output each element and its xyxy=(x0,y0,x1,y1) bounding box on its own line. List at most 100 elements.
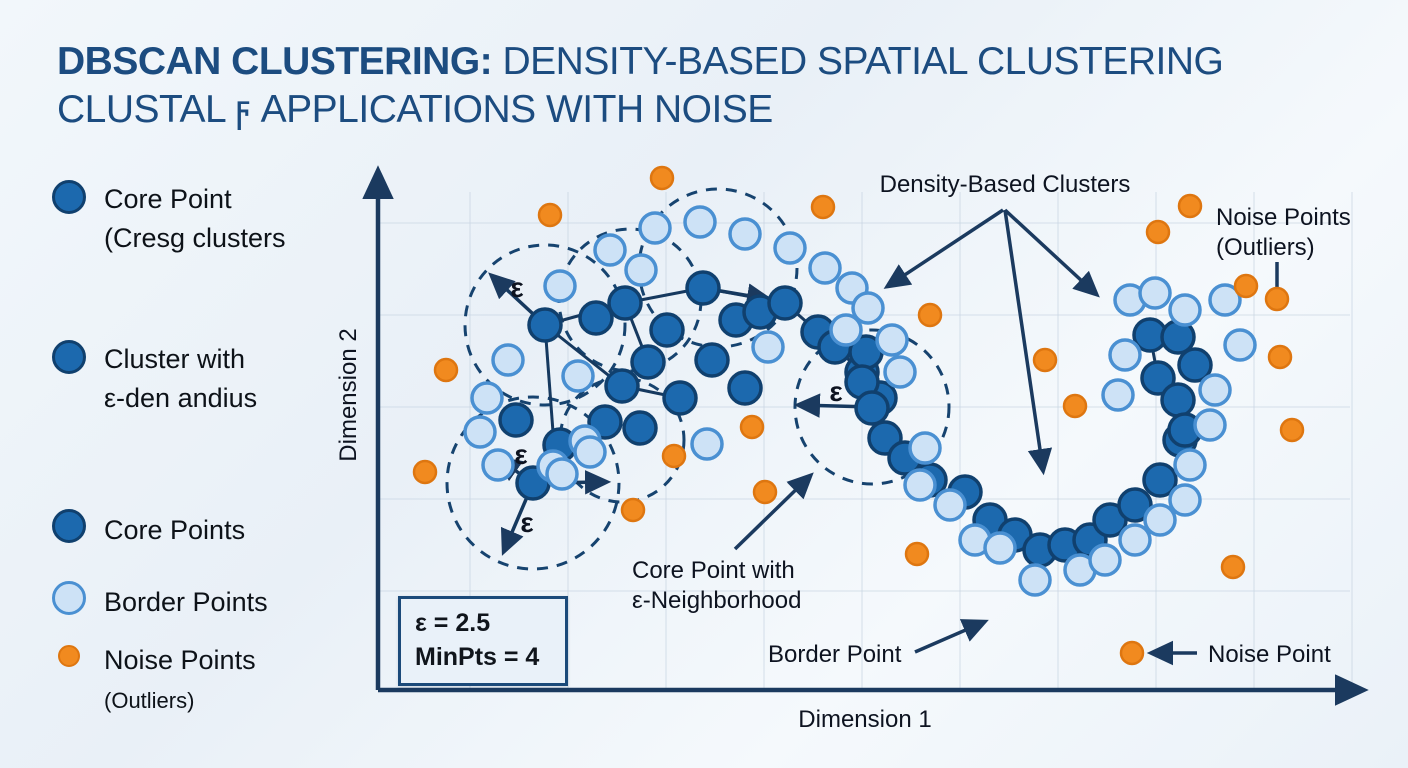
border-point xyxy=(1143,503,1177,537)
noise-point xyxy=(904,541,930,567)
border-point xyxy=(545,457,579,491)
core-point-with-label: Core Point with ε-Neighborhood xyxy=(632,557,802,614)
legend-label: Cluster with xyxy=(104,344,246,374)
core-point xyxy=(662,380,698,416)
noise-point xyxy=(433,357,459,383)
annotation-arrow xyxy=(883,208,1004,289)
core-point xyxy=(727,370,763,406)
core-points-swatch-icon xyxy=(52,509,86,543)
noise-point xyxy=(752,479,778,505)
epsilon-label: ε xyxy=(520,507,533,538)
border-point xyxy=(470,381,504,415)
noise-point xyxy=(1279,417,1305,443)
noise-point xyxy=(1032,347,1058,373)
legend-label: Border Points xyxy=(104,587,268,617)
annotation-arrow xyxy=(1003,208,1100,298)
border-point xyxy=(561,359,595,393)
border-point xyxy=(481,448,515,482)
core-point xyxy=(578,300,614,336)
border-point xyxy=(593,233,627,267)
density-clusters-label: Density-Based Clusters xyxy=(879,171,1131,198)
border-point xyxy=(1193,408,1227,442)
noise-outliers-label: Noise Points (Outliers) xyxy=(1216,204,1351,261)
core-point xyxy=(767,285,803,321)
core-point xyxy=(694,342,730,378)
legend-sublabel: (Outliers) xyxy=(104,688,195,714)
border-points-swatch-icon xyxy=(52,581,86,615)
border-point-label: Border Point xyxy=(768,641,902,668)
core-point xyxy=(607,285,643,321)
core-point xyxy=(527,307,563,343)
legend-item-core-point: Core Point (Cresg clusters xyxy=(52,180,286,258)
border-point xyxy=(1223,328,1257,362)
border-point xyxy=(573,435,607,469)
border-point xyxy=(690,427,724,461)
border-point xyxy=(875,323,909,357)
border-point xyxy=(983,531,1017,565)
noise-point-label: Noise Point xyxy=(1208,641,1331,668)
core-point xyxy=(1140,360,1176,396)
noise-point xyxy=(1267,344,1293,370)
x-axis-label: Dimension 1 xyxy=(798,706,932,733)
border-point xyxy=(1198,373,1232,407)
annotation-arrow xyxy=(1003,209,1053,476)
border-point xyxy=(728,217,762,251)
noise-point xyxy=(1264,286,1290,312)
noise-point xyxy=(1119,640,1145,666)
core-point xyxy=(854,390,890,426)
core-point xyxy=(604,368,640,404)
core-point xyxy=(1142,462,1178,498)
border-point xyxy=(933,488,967,522)
core-point xyxy=(649,312,685,348)
core-point xyxy=(630,344,666,380)
legend-sublabel: ε-den andius xyxy=(104,383,258,414)
core-point xyxy=(685,270,721,306)
noise-point xyxy=(661,443,687,469)
title-rest: DENSITY-BASED SPATIAL CLUSTERING xyxy=(492,40,1224,83)
core-connection-line xyxy=(543,324,555,433)
legend-label: Noise Points xyxy=(104,645,256,675)
epsilon-label: ε xyxy=(514,439,527,470)
noise-point xyxy=(1145,219,1171,245)
epsilon-value: ε = 2.5 xyxy=(415,609,491,637)
noise-point xyxy=(412,459,438,485)
noise-point xyxy=(917,302,943,328)
border-point xyxy=(851,291,885,325)
noise-point xyxy=(1233,273,1259,299)
border-point xyxy=(543,269,577,303)
minpts-value: MinPts = 4 xyxy=(415,642,540,671)
core-point-swatch-icon xyxy=(52,180,86,214)
core-point xyxy=(498,402,534,438)
border-point xyxy=(903,468,937,502)
border-point xyxy=(463,415,497,449)
legend-item-noise-points: Noise Points (Outliers) xyxy=(52,645,256,719)
border-point xyxy=(1173,448,1207,482)
epsilon-neighborhood-circle xyxy=(463,243,627,407)
noise-point xyxy=(1220,554,1246,580)
border-point xyxy=(908,431,942,465)
annotation-arrow xyxy=(733,472,814,551)
y-axis-label: Dimension 2 xyxy=(335,328,362,462)
noise-point xyxy=(739,414,765,440)
border-point xyxy=(1018,563,1052,597)
noise-point xyxy=(620,497,646,523)
noise-point xyxy=(537,202,563,228)
legend-item-cluster-eps: Cluster with ε-den andius xyxy=(52,340,257,418)
epsilon-neighborhood-circle xyxy=(445,395,621,571)
title-line2: CLUSTAL ϝ APPLICATIONS WITH NOISE xyxy=(57,87,773,131)
noise-point xyxy=(1177,193,1203,219)
border-point xyxy=(638,211,672,245)
legend-sublabel: (Cresg clusters xyxy=(104,223,286,254)
annotation-arrow xyxy=(914,619,989,654)
border-point xyxy=(808,251,842,285)
title-line1: DBSCAN CLUSTERING: DENSITY-BASED SPATIAL… xyxy=(57,38,1224,86)
parameters-box: ε = 2.5 MinPts = 4 xyxy=(398,596,568,686)
epsilon-label: ε xyxy=(829,376,842,407)
noise-point xyxy=(649,165,675,191)
legend-item-border-points: Border Points xyxy=(52,581,268,622)
border-point xyxy=(624,253,658,287)
border-point xyxy=(1168,293,1202,327)
border-point xyxy=(751,330,785,364)
core-point xyxy=(1160,382,1196,418)
